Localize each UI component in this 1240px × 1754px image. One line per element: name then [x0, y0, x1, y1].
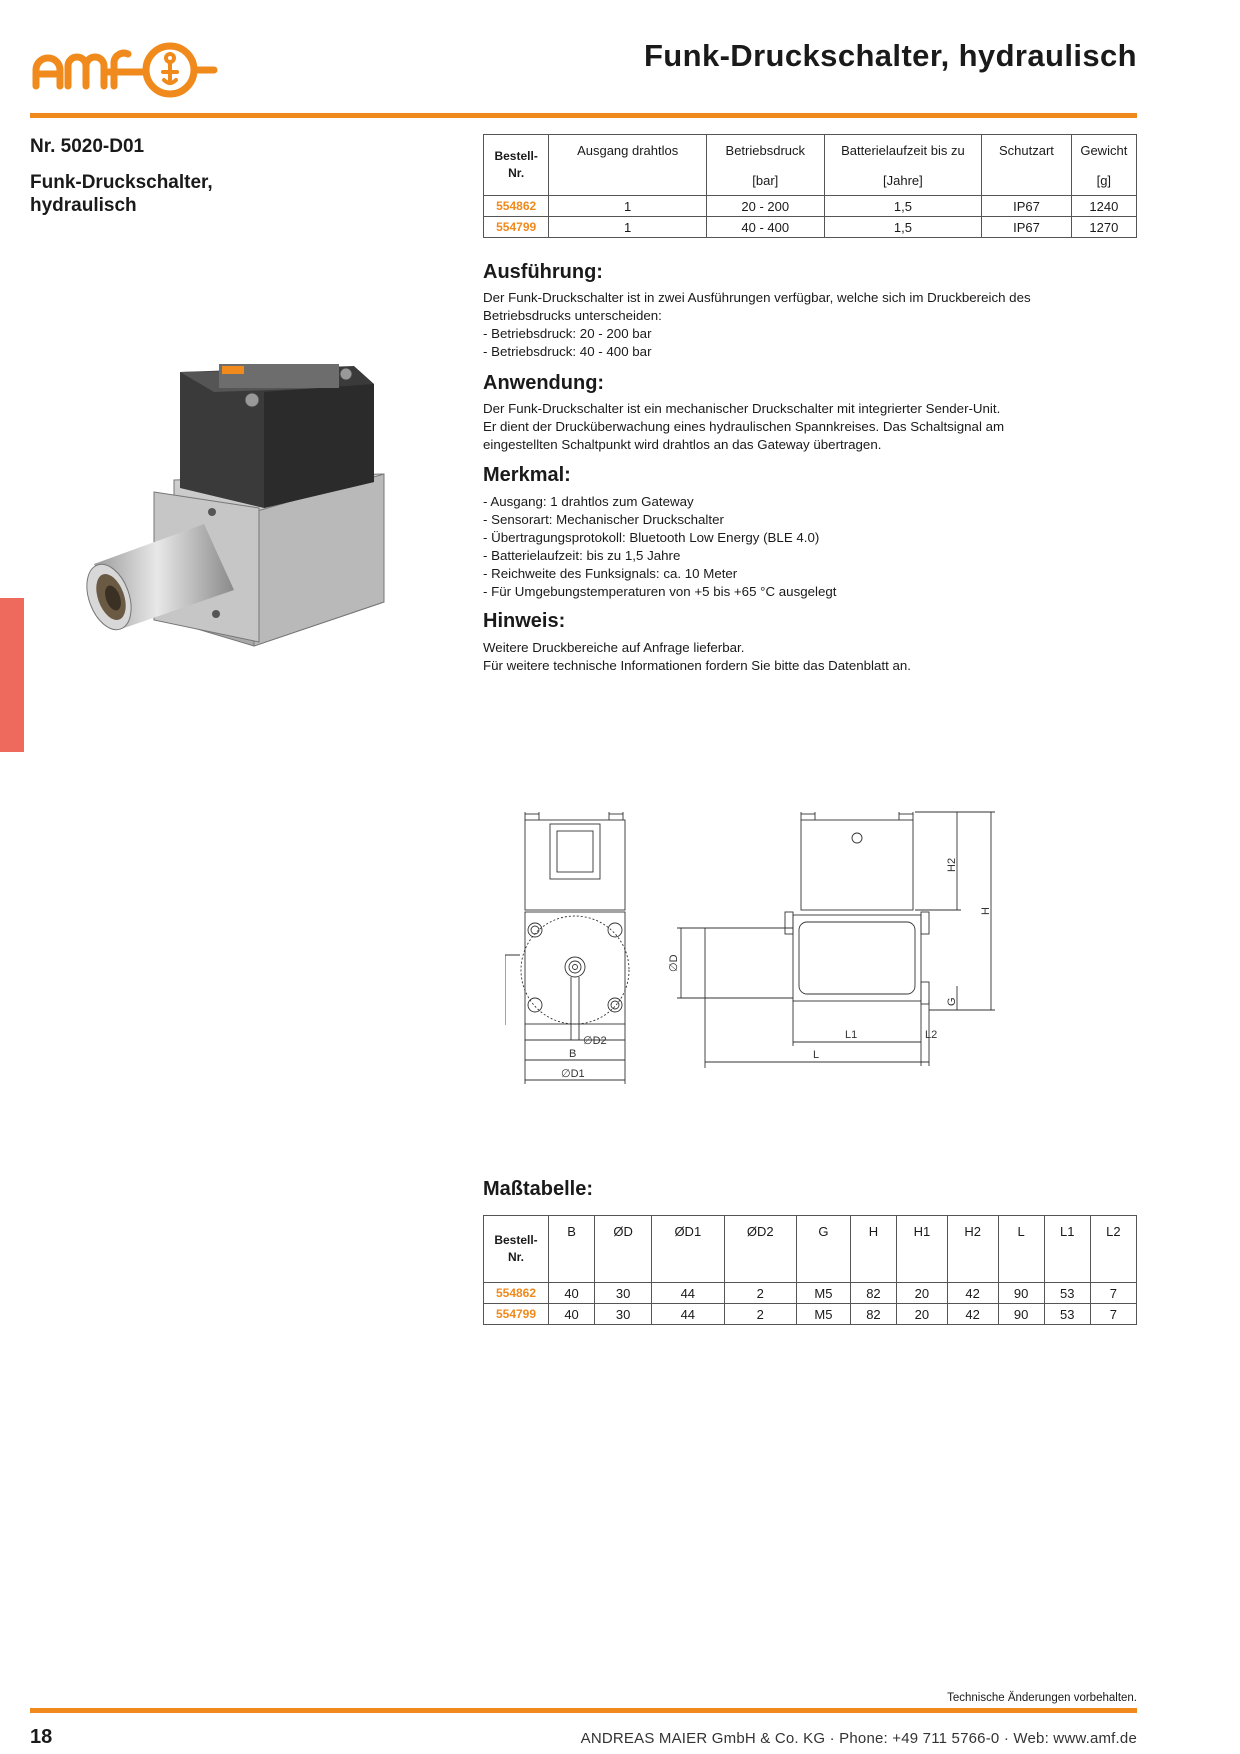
col-header: Schutzart [981, 134, 1072, 196]
dim-label-l1: L1 [845, 1029, 857, 1041]
section-text-anwendung: Der Funk-Druckschalter ist ein mechanisc… [483, 401, 1005, 452]
page-title: Funk-Druckschalter, hydraulisch [643, 38, 1137, 73]
table-row: 554862 40 30 44 2 M5 82 20 42 90 53 7 [483, 1282, 1138, 1304]
section-text-hinweis: Weitere Druckbereiche auf Anfrage liefer… [483, 640, 911, 673]
dim-label-d2: ∅D2 [583, 1035, 607, 1047]
table-cell: 1,5 [823, 195, 983, 217]
dim-label-d: ∅D [668, 954, 680, 972]
table-cell: 53 [1043, 1282, 1091, 1304]
order-number-link[interactable]: 554862 [482, 195, 550, 217]
dim-label-b: B [569, 1048, 576, 1060]
table-cell: 7 [1089, 1303, 1138, 1325]
section-tab [0, 598, 24, 752]
order-number-header: Bestell-Nr. [482, 134, 550, 196]
dim-table-title: Maßtabelle: [483, 1178, 594, 1200]
table-cell: 1 [548, 195, 708, 217]
amf-logo [32, 42, 218, 98]
page-number: 18 [30, 1726, 53, 1748]
table-cell: M5 [796, 1303, 851, 1325]
dim-label-g: G [946, 997, 958, 1006]
spec-table-header: Bestell-Nr. Ausgang drahtlos Betriebsdru… [482, 134, 1138, 196]
col-header: H [849, 1215, 898, 1283]
table-cell: 40 - 400 [706, 216, 825, 238]
section-text-ausfuehrung: Der Funk-Druckschalter ist in zwei Ausfü… [483, 290, 1031, 359]
col-header: ØD1 [651, 1215, 725, 1283]
table-cell: 40 [547, 1282, 596, 1304]
table-cell: 20 [896, 1303, 948, 1325]
table-cell: 44 [651, 1303, 725, 1325]
spec-table: Bestell-Nr. Ausgang drahtlos Betriebsdru… [482, 134, 1138, 238]
section-title-merkmal: Merkmal: [483, 464, 571, 486]
table-cell: IP67 [981, 195, 1072, 217]
table-cell: 2 [723, 1303, 798, 1325]
table-cell: 1,5 [823, 216, 983, 238]
dim-label-h1: H1 [505, 981, 506, 995]
table-cell: 90 [997, 1303, 1045, 1325]
col-header: H1 [896, 1215, 948, 1283]
dim-label-l: L [813, 1049, 819, 1061]
disclaimer-note: Technische Änderungen vorbehalten. [947, 1692, 1137, 1704]
table-cell: 40 [547, 1303, 596, 1325]
col-header: B [547, 1215, 596, 1283]
section-title-anwendung: Anwendung: [483, 372, 605, 394]
table-cell: 53 [1043, 1303, 1091, 1325]
col-header: Gewicht[g] [1070, 134, 1138, 196]
order-number-header: Bestell-Nr. [483, 1215, 549, 1283]
table-cell: 1240 [1070, 195, 1138, 217]
table-row: 554862 1 20 - 200 1,5 IP67 1240 [482, 195, 1138, 217]
table-cell: 42 [946, 1303, 999, 1325]
section-title-hinweis: Hinweis: [483, 610, 566, 632]
order-number-link[interactable]: 554799 [482, 216, 550, 238]
footer-divider [30, 1708, 1137, 1713]
col-header: L [997, 1215, 1045, 1283]
col-header: Ausgang drahtlos [548, 134, 708, 196]
table-cell: IP67 [981, 216, 1072, 238]
dim-label-d1: ∅D1 [561, 1068, 585, 1080]
col-header: ØD [594, 1215, 653, 1283]
dim-table: Bestell-Nr. B ØD ØD1 ØD2 G H H1 H2 L L1 … [483, 1215, 1138, 1325]
table-cell: 1270 [1070, 216, 1138, 238]
product-photo [86, 364, 385, 647]
section-title-ausfuehrung: Ausführung: [483, 261, 603, 283]
table-cell: 20 [896, 1282, 948, 1304]
header-divider [30, 113, 1137, 118]
order-number-link[interactable]: 554862 [483, 1282, 549, 1304]
table-cell: 30 [594, 1303, 653, 1325]
product-name: Funk-Druckschalter, hydraulisch [30, 172, 213, 216]
table-cell: 30 [594, 1282, 653, 1304]
dim-label-h: H [980, 907, 992, 915]
dim-table-header: Bestell-Nr. B ØD ØD1 ØD2 G H H1 H2 L L1 … [483, 1215, 1138, 1283]
col-header: L2 [1089, 1215, 1138, 1283]
col-header: ØD2 [723, 1215, 798, 1283]
product-number: Nr. 5020-D01 [30, 136, 145, 157]
table-cell: 7 [1089, 1282, 1138, 1304]
col-header: Batterielaufzeit bis zu[Jahre] [823, 134, 983, 196]
col-header: H2 [946, 1215, 999, 1283]
table-cell: 82 [849, 1282, 898, 1304]
table-cell: M5 [796, 1282, 851, 1304]
col-header: Betriebsdruck[bar] [706, 134, 825, 196]
table-cell: 82 [849, 1303, 898, 1325]
col-header: L1 [1043, 1215, 1091, 1283]
dim-label-h2: H2 [946, 858, 958, 872]
company-footer: ANDREAS MAIER GmbH & Co. KG · Phone: +49… [580, 1730, 1137, 1747]
order-number-link[interactable]: 554799 [483, 1303, 549, 1325]
table-cell: 44 [651, 1282, 725, 1304]
table-cell: 42 [946, 1282, 999, 1304]
table-row: 554799 1 40 - 400 1,5 IP67 1270 [482, 216, 1138, 238]
col-header: G [796, 1215, 851, 1283]
table-cell: 20 - 200 [706, 195, 825, 217]
section-text-merkmal: - Ausgang: 1 drahtlos zum Gateway - Sens… [483, 494, 837, 599]
table-cell: 1 [548, 216, 708, 238]
table-row: 554799 40 30 44 2 M5 82 20 42 90 53 7 [483, 1303, 1138, 1325]
dim-label-l2: L2 [925, 1029, 937, 1041]
table-cell: 90 [997, 1282, 1045, 1304]
table-cell: 2 [723, 1282, 798, 1304]
technical-drawing: H1 ∅D2 B ∅D1 L1 L2 L ∅D H2 H G [505, 811, 995, 1084]
